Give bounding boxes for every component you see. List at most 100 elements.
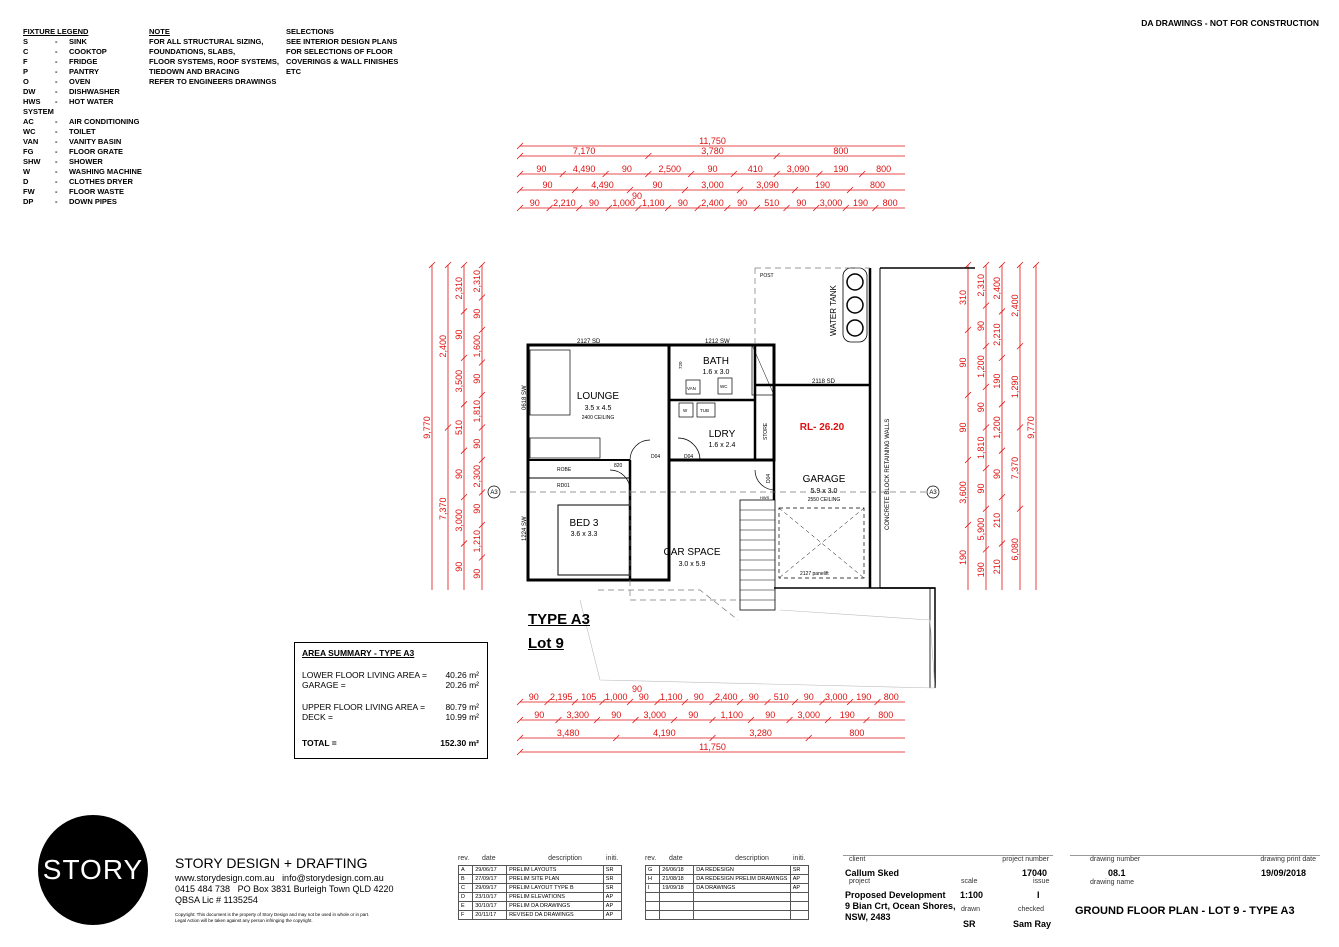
dimension-label: 90 [749, 692, 759, 702]
dimension-label: 3,280 [749, 728, 772, 738]
revision-row [644, 892, 810, 902]
revision-cell: SR [602, 883, 623, 893]
dimension-label: 90 [589, 198, 599, 208]
garage-ceiling: 2550 CEILING [808, 497, 841, 503]
area-row: LOWER FLOOR LIVING AREA =40.26 m² [302, 670, 479, 680]
dimension-label: 90 [765, 710, 775, 720]
section-marker-right: A3 [929, 490, 937, 496]
rd01-label: RD01 [557, 483, 570, 489]
note-title: NOTE [149, 27, 170, 36]
dimension-label: 2,500 [658, 164, 681, 174]
dimension-label: 4,490 [573, 164, 596, 174]
hws-label: HWS [760, 495, 770, 500]
lounge-ceiling: 2400 CEILING [582, 415, 615, 421]
company-email[interactable]: info@storydesign.com.au [282, 873, 384, 883]
dimension-label: 90 [958, 422, 968, 432]
dimension-label: 190 [853, 198, 868, 208]
legend-key: FG [23, 147, 34, 156]
dimension-label: 3,000 [797, 710, 820, 720]
dimension-label: 3,000 [643, 710, 666, 720]
note-block: NOTE FOR ALL STRUCTURAL SIZING,FOUNDATIO… [149, 27, 279, 87]
dimension-label: 3,780 [701, 146, 724, 156]
dimension-label: 190 [992, 374, 1002, 389]
dimension-label: 90 [694, 692, 704, 702]
area-summary: AREA SUMMARY - TYPE A3 LOWER FLOOR LIVIN… [294, 642, 488, 759]
dimension-label: 90 [530, 198, 540, 208]
dimension-label: 2,400 [438, 335, 448, 358]
legend-desc: HOT WATER [69, 97, 114, 106]
revision-cell: H [644, 874, 661, 884]
drawing-number: 08.1 [1108, 868, 1126, 878]
revision-cell: AP [602, 901, 623, 911]
dimension-label: 7,370 [1010, 457, 1020, 480]
dimension-label: 3,000 [820, 198, 843, 208]
revision-cell: PRELIM DA DRAWINGS [506, 901, 604, 911]
area-row: DECK =10.99 m² [302, 712, 479, 722]
revision-cell: PRELIM ELEVATIONS [506, 892, 604, 902]
dimension-label: 1,100 [720, 710, 743, 720]
revision-cell: AP [602, 892, 623, 902]
dimension-label: 90 [678, 198, 688, 208]
legend-item: D-CLOTHES DRYER [23, 177, 133, 186]
window-1212sw: 1212 SW [705, 339, 730, 345]
dimension-label: 3,090 [787, 164, 810, 174]
legend-item: AC-AIR CONDITIONING [23, 117, 140, 126]
dimension-label: 90 [472, 309, 482, 319]
company-web[interactable]: www.storydesign.com.au [175, 873, 275, 883]
water-tank-label: WATER TANK [829, 285, 838, 336]
dimension-label: 90 [536, 164, 546, 174]
dimension-label: 1,810 [472, 400, 482, 423]
area-summary-title: AREA SUMMARY - TYPE A3 [302, 648, 415, 658]
revision-cell [789, 901, 810, 911]
door-d04-ldry: D04 [651, 454, 660, 460]
company-contact: www.storydesign.com.au info@storydesign.… [175, 873, 394, 906]
dimension-label: 90 [976, 402, 986, 412]
revision-cell: 29/09/17 [472, 883, 508, 893]
window-1224sw: 1224 SW [522, 516, 528, 541]
legend-desc: SHOWER [69, 157, 103, 166]
revision-cell: 19/09/18 [659, 883, 695, 893]
revision-cell: I [644, 883, 661, 893]
title-block-project: client project number Callum Sked 17040 … [843, 855, 1053, 929]
legend-desc: PANTRY [69, 67, 99, 76]
legend-key: SHW [23, 157, 41, 166]
dimension-label: 90 [472, 569, 482, 579]
legend-key: AC [23, 117, 34, 126]
dimension-label: 90 [622, 164, 632, 174]
revision-cell: DA REDESIGN PRELIM DRAWINGS [693, 874, 791, 884]
revision-cell: AP [789, 874, 810, 884]
door-2127sd: 2127 SD [577, 339, 601, 345]
header-note: DA DRAWINGS - NOT FOR CONSTRUCTION [1141, 18, 1319, 28]
dimension-label: 800 [884, 692, 899, 702]
revision-cell: SR [602, 874, 623, 884]
legend-item: FW-FLOOR WASTE [23, 187, 124, 196]
dimension-label: 3,300 [566, 710, 589, 720]
legend-desc: CLOTHES DRYER [69, 177, 133, 186]
legend-item: SHW-SHOWER [23, 157, 103, 166]
revision-cell [659, 892, 695, 902]
dimension-label: 9,770 [422, 416, 432, 439]
revision-cell [659, 910, 695, 920]
revision-cell [693, 892, 791, 902]
revision-row [644, 901, 810, 911]
revision-cell [693, 901, 791, 911]
text-line: FOR SELECTIONS OF FLOOR [286, 47, 393, 56]
revision-cell: A [457, 865, 474, 875]
retaining-wall-label: CONCRETE BLOCK RETAINING WALLS [885, 419, 891, 530]
dimension-label: 90 [707, 164, 717, 174]
legend-desc: AIR CONDITIONING [69, 117, 140, 126]
door-d04-garage: D04 [766, 474, 772, 483]
dimension-label: 1,810 [976, 437, 986, 460]
dimension-label: 800 [833, 146, 848, 156]
revision-cell: AP [789, 883, 810, 893]
legend-item: F-FRIDGE [23, 57, 98, 66]
dimension-label: 1,200 [992, 416, 1002, 439]
lounge-size: 3.5 x 4.5 [585, 405, 612, 412]
